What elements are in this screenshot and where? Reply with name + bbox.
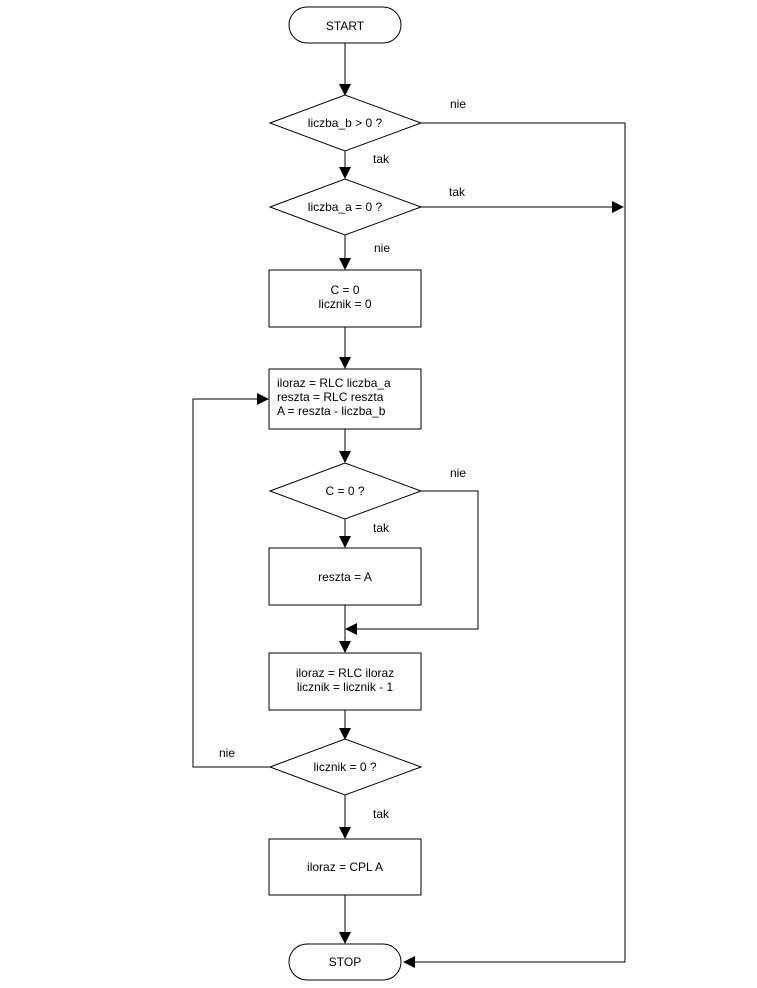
arrowhead bbox=[339, 536, 351, 548]
stop-terminal-shape bbox=[288, 943, 402, 981]
branch-label-licznik-no: nie bbox=[219, 746, 235, 760]
process-final: iloraz = CPL A bbox=[268, 838, 422, 896]
arrowhead bbox=[339, 357, 351, 369]
arrowhead bbox=[339, 728, 351, 740]
process-loop-body-shape bbox=[268, 368, 422, 430]
decision-licznik-label: licznik = 0 ? bbox=[313, 760, 376, 774]
decision-liczba-b: liczba_b > 0 ? bbox=[268, 94, 423, 152]
process-init-line: C = 0 bbox=[330, 283, 359, 297]
process-assign-reszta: reszta = A bbox=[268, 547, 422, 606]
start-terminal: START bbox=[288, 6, 402, 44]
process-loop-body: iloraz = RLC liczba_a reszta = RLC reszt… bbox=[268, 368, 422, 430]
arrowhead bbox=[257, 393, 269, 405]
arrowhead bbox=[339, 932, 351, 944]
decision-licznik-shape bbox=[268, 738, 423, 796]
process-update-shape bbox=[268, 652, 422, 711]
arrowhead bbox=[339, 451, 351, 463]
decision-liczba-b-label: liczba_b > 0 ? bbox=[308, 116, 383, 130]
arrowhead bbox=[339, 167, 351, 179]
start-terminal-shape bbox=[288, 6, 402, 44]
decision-c-label: C = 0 ? bbox=[325, 484, 364, 498]
decision-liczba-a: liczba_a = 0 ? bbox=[268, 178, 423, 236]
process-update-line: licznik = licznik - 1 bbox=[297, 680, 394, 694]
process-update: iloraz = RLC iloraz licznik = licznik - … bbox=[268, 652, 422, 711]
branch-labels: nie tak tak nie nie tak nie tak bbox=[219, 97, 466, 821]
branch-label-c-no: nie bbox=[450, 466, 466, 480]
stop-label: STOP bbox=[329, 955, 361, 969]
branch-label-b-yes: tak bbox=[373, 152, 390, 166]
process-assign-reszta-shape bbox=[268, 547, 422, 606]
decision-liczba-b-shape bbox=[268, 94, 423, 152]
process-init: C = 0 licznik = 0 bbox=[268, 269, 422, 328]
process-init-shape bbox=[268, 269, 422, 328]
branch-label-licznik-yes: tak bbox=[373, 807, 390, 821]
decision-liczba-a-shape bbox=[268, 178, 423, 236]
process-loop-body-line: A = reszta - liczba_b bbox=[277, 404, 386, 418]
arrowhead bbox=[339, 258, 351, 270]
branch-label-c-yes: tak bbox=[373, 521, 390, 535]
decision-c-shape bbox=[268, 462, 423, 520]
process-final-label: iloraz = CPL A bbox=[307, 860, 383, 874]
arrowhead bbox=[345, 623, 357, 635]
start-label: START bbox=[326, 19, 365, 33]
process-final-shape bbox=[268, 838, 422, 896]
branch-label-a-yes: tak bbox=[449, 185, 466, 199]
decision-c: C = 0 ? bbox=[268, 462, 423, 520]
arrowhead bbox=[403, 956, 415, 968]
arrowhead bbox=[612, 201, 624, 213]
process-loop-body-line: reszta = RLC reszta bbox=[277, 390, 384, 404]
connectors bbox=[192, 43, 626, 968]
process-update-line: iloraz = RLC iloraz bbox=[296, 666, 394, 680]
process-assign-reszta-label: reszta = A bbox=[318, 570, 372, 584]
stop-terminal: STOP bbox=[288, 943, 402, 981]
connector-right-rail bbox=[414, 122, 626, 963]
branch-label-a-no: nie bbox=[374, 241, 390, 255]
decision-licznik: licznik = 0 ? bbox=[268, 738, 423, 796]
arrowhead bbox=[339, 84, 351, 96]
process-loop-body-line: iloraz = RLC liczba_a bbox=[277, 376, 391, 390]
process-init-line: licznik = 0 bbox=[318, 297, 371, 311]
connector-loop-back bbox=[192, 398, 270, 768]
arrowhead bbox=[339, 827, 351, 839]
branch-label-b-no: nie bbox=[450, 97, 466, 111]
connector-cond-c-bypass bbox=[356, 490, 479, 630]
decision-liczba-a-label: liczba_a = 0 ? bbox=[308, 200, 383, 214]
arrowhead bbox=[339, 641, 351, 653]
